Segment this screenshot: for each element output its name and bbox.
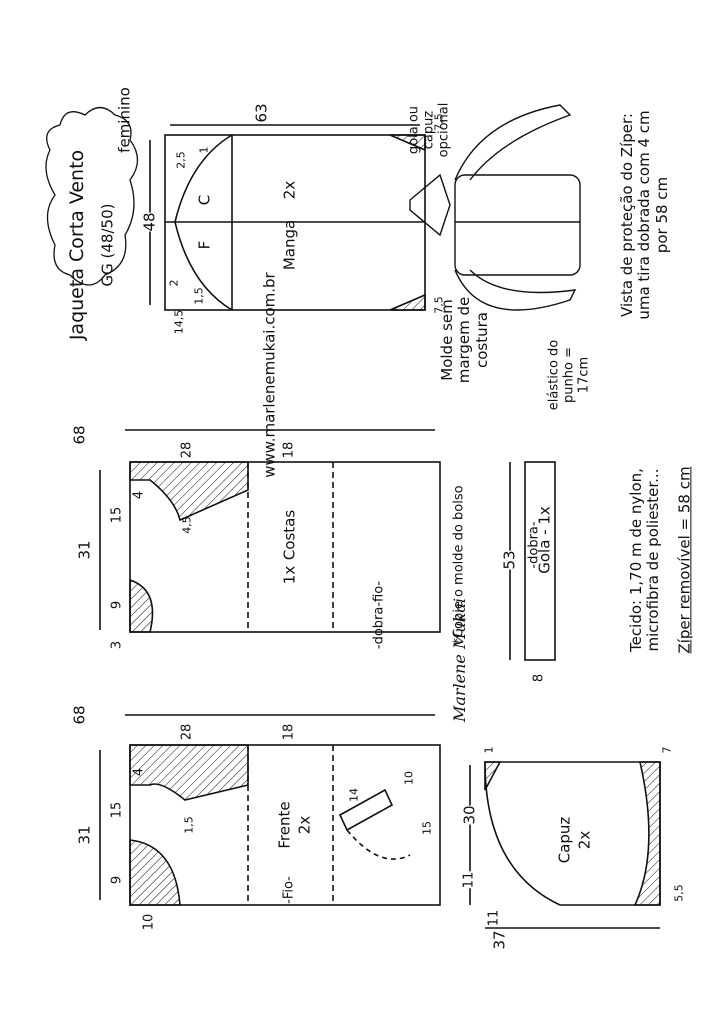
zipper-note: Zíper removível = 58 cm <box>675 466 694 654</box>
front-measure: 9 <box>109 875 125 885</box>
hood-measure: 11 <box>486 909 502 927</box>
collar-or-hood-note: gola ou capuz opcional <box>406 102 452 158</box>
pocket-measure: 15 <box>420 821 434 835</box>
sleeve-length: 63 <box>252 103 271 123</box>
hood-measure: 7 <box>660 746 674 754</box>
pattern-title: Jaqueta Corta Vento <box>66 149 89 341</box>
website: www.marlenemukai.com.br <box>260 272 279 478</box>
back-qty: 1x <box>280 565 299 585</box>
sleeve-width: 48 <box>140 212 159 232</box>
pocket-note: *Copie o molde do bolso <box>451 485 467 645</box>
back-measure: 3 <box>109 640 125 650</box>
hood-measure: 1 <box>482 746 496 754</box>
front-measure: 18 <box>281 723 297 741</box>
hood-measure: 5,5 <box>672 884 686 902</box>
sleeve-label-f: F <box>195 240 214 250</box>
cuff-elastic-note: elástico do punho = 17cm <box>546 339 592 411</box>
front-measure: 1,5 <box>182 816 196 834</box>
collar-name: Gola - 1x <box>535 506 554 574</box>
front-width: 31 <box>75 825 94 845</box>
hood-measure: 11 <box>461 871 478 889</box>
sleeve-label-c: C <box>195 194 214 206</box>
zipper-guard-note: Vista de proteção do Zíper: uma tira dob… <box>618 110 671 320</box>
sleeve-qty: 2x <box>280 180 299 200</box>
pocket-measure: 14 <box>347 788 361 802</box>
front-qty: 2x <box>295 815 314 835</box>
front-piece <box>99 714 441 906</box>
sleeve-measure: 2 <box>167 279 181 287</box>
hood-width: 37 <box>490 930 509 950</box>
back-fold-label: -dobra-fio- <box>371 580 387 650</box>
jacket-illustration <box>409 104 581 311</box>
back-measure: 4 <box>131 490 147 500</box>
front-length: 68 <box>70 705 89 725</box>
front-measure: 15 <box>109 801 125 819</box>
back-width: 31 <box>75 540 94 560</box>
back-name: Costas <box>280 509 299 561</box>
sleeve-piece <box>149 124 426 311</box>
back-measure: 15 <box>109 506 125 524</box>
front-grain-label: -Fio- <box>281 876 297 904</box>
back-measure: 9 <box>109 600 125 610</box>
sleeve-measure: 2,5 <box>174 151 188 169</box>
hood-height: 30 <box>460 805 479 825</box>
front-measure: 28 <box>179 723 195 741</box>
sleeve-measure: 1,5 <box>192 287 206 305</box>
front-measure: 4 <box>131 767 147 777</box>
no-seam-allowance-note: Molde sem margem de costura <box>438 296 491 384</box>
hood-qty: 2x <box>575 830 594 850</box>
gender-label: feminino <box>115 87 134 153</box>
sleeve-measure: 14,5 <box>172 309 186 335</box>
front-name: Frente <box>275 801 294 849</box>
collar-width: 8 <box>531 673 547 683</box>
sleeve-name: Manga <box>280 219 299 271</box>
hood-name: Capuz <box>555 816 574 864</box>
back-measure: 18 <box>281 441 297 459</box>
front-measure: 10 <box>141 913 157 931</box>
back-piece <box>99 429 441 633</box>
fabric-note: Tecido: 1,70 m de nylon, microfibra de p… <box>626 468 662 652</box>
back-length: 68 <box>70 425 89 445</box>
collar-length: 53 <box>500 550 519 570</box>
sleeve-measure: 1 <box>197 146 211 154</box>
back-measure: 4,5 <box>180 516 194 534</box>
size-label: GG (48/50) <box>98 203 117 287</box>
title-cloud <box>45 106 139 286</box>
back-measure: 28 <box>179 441 195 459</box>
pocket-measure: 10 <box>402 771 416 785</box>
